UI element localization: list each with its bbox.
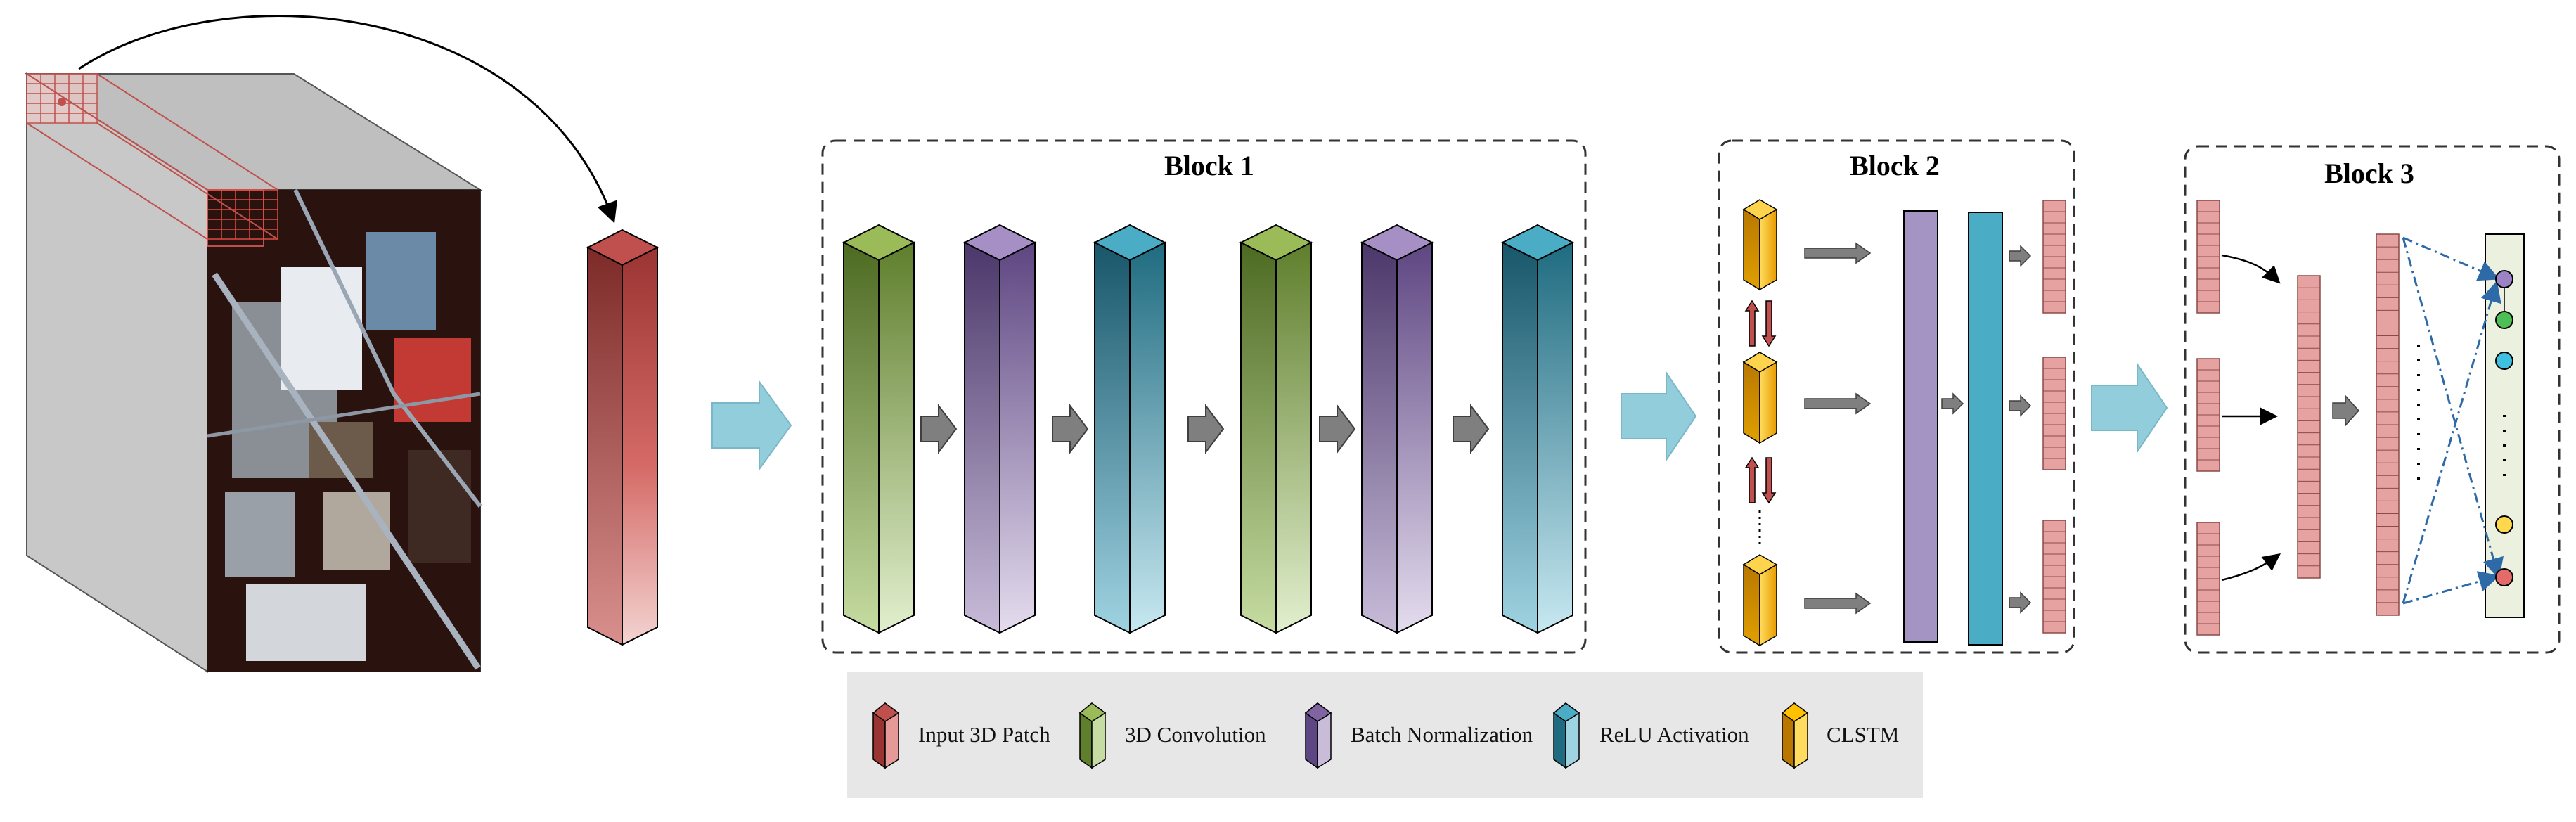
relu-activation-icon	[1552, 702, 1580, 769]
output-neuron-purple	[2495, 270, 2513, 288]
block-1-relu-b	[1500, 224, 1575, 634]
block-2-clstm-mid	[1742, 352, 1778, 444]
output-neuron-yellow	[2495, 515, 2513, 534]
block-2-feature-vectors	[2042, 200, 2066, 634]
block-1-relu-a	[1093, 224, 1167, 634]
block-3-input-vector-top	[2196, 200, 2220, 314]
block-2-batchnorm-bar	[1903, 210, 1938, 643]
block-2-relu-bar	[1968, 212, 2003, 646]
input-3d-patch	[586, 229, 659, 646]
block-1-conv-a	[842, 224, 916, 634]
block-2-recurrent-arrows	[1744, 300, 1777, 504]
block-2-clstm-top	[1742, 199, 1778, 291]
block-2-bar-arrow	[1941, 392, 1964, 415]
legend-label-clstm: CLSTM	[1827, 722, 1900, 747]
output-neuron-green	[2495, 311, 2513, 329]
legend-label-3d-convolution: 3D Convolution	[1125, 722, 1266, 747]
aerial-scene-image	[207, 188, 482, 672]
legend-label-batch-normalization: Batch Normalization	[1351, 722, 1533, 747]
fully-connected-links	[2402, 236, 2504, 605]
patch-projection-lines	[26, 73, 278, 240]
patch-extraction-arrow	[78, 15, 617, 224]
batch-normalization-icon	[1304, 702, 1332, 769]
block-2-vector-bottom	[2042, 520, 2066, 634]
block-3-title: Block 3	[2324, 158, 2414, 189]
legend-label-relu-activation: ReLU Activation	[1599, 722, 1749, 747]
clstm-icon	[1781, 702, 1809, 769]
hyperspectral-cube	[24, 15, 617, 673]
block-3-frame	[2184, 145, 2561, 654]
output-neuron-cyan	[2495, 352, 2513, 370]
block-1-frame	[821, 139, 1587, 654]
block-2-clstm-bottom	[1742, 554, 1778, 647]
block-2-title: Block 2	[1850, 150, 1940, 181]
block-3-merged-vector	[2297, 275, 2321, 579]
block-1-bn-b	[1360, 224, 1434, 634]
patch-grid-face	[207, 189, 278, 240]
block-1-bn-a	[962, 224, 1037, 634]
block-3-arrow-top	[2221, 254, 2281, 284]
block-3-input-vector-mid	[2196, 358, 2220, 472]
legend-icons	[872, 702, 1809, 769]
block-2-arrows-to-bars	[1804, 242, 1872, 615]
legend-label-input-3d-patch: Input 3D Patch	[918, 722, 1050, 747]
block-3-hidden-vector	[2376, 233, 2400, 616]
block-2-vector-top	[2042, 200, 2066, 314]
output-neuron-red	[2495, 568, 2513, 586]
flow-arrow-1	[711, 379, 792, 472]
block-3-arrow-bottom	[2221, 553, 2281, 582]
block-1-step-arrows	[920, 404, 1490, 454]
flow-arrow-3	[2091, 361, 2168, 454]
block-2-vector-mid	[2042, 357, 2066, 470]
3d-convolution-icon	[1078, 702, 1107, 769]
block-2-out-arrows	[2009, 245, 2032, 614]
legend-panel	[847, 672, 1923, 798]
block-3-input-vector-bottom	[2196, 522, 2220, 636]
block-3-concat-arrow	[2332, 394, 2360, 427]
block-1-title: Block 1	[1164, 150, 1254, 181]
block-1-conv-b	[1239, 224, 1313, 634]
input-3d-patch-icon	[872, 702, 900, 769]
block-2-frame	[1718, 139, 2075, 654]
flow-arrow-2	[1621, 370, 1697, 463]
block-3-feature-vectors	[2196, 200, 2400, 636]
